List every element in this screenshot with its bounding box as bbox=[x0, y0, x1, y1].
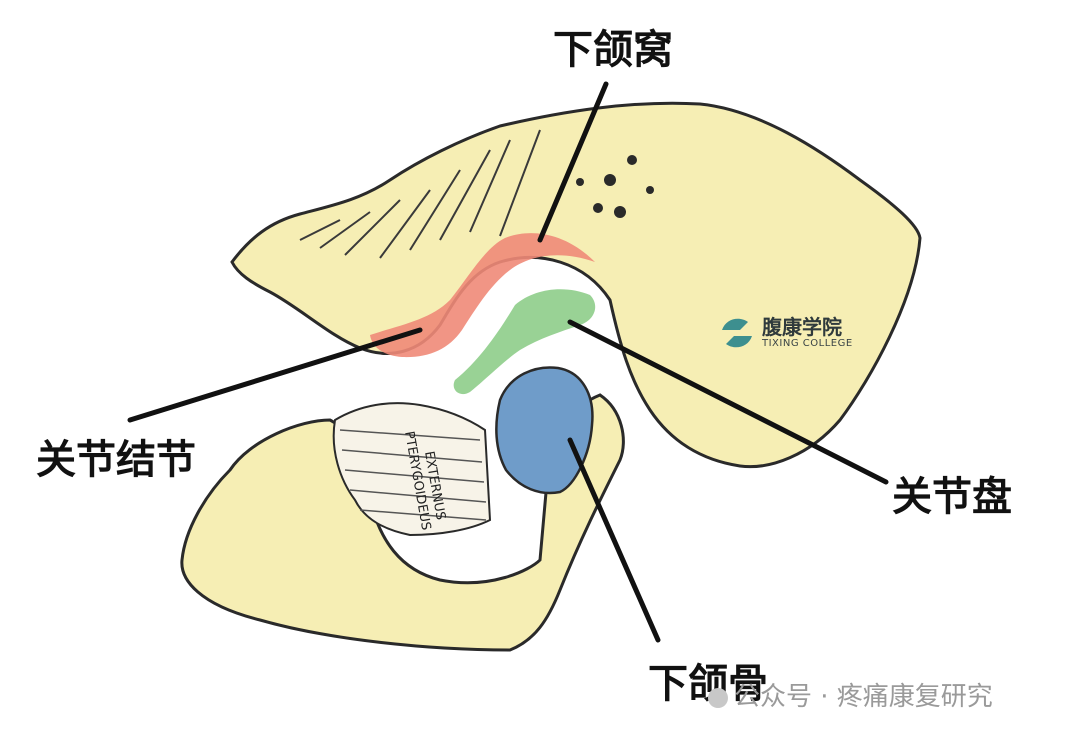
college-logo: 腹康学院 TIXING COLLEGE bbox=[716, 312, 853, 354]
logo-subtitle: TIXING COLLEGE bbox=[762, 338, 853, 349]
muscle-fibers bbox=[339, 429, 487, 521]
wechat-icon bbox=[708, 687, 728, 708]
label-articular-disc: 关节盘 bbox=[892, 474, 1012, 520]
label-articular-tubercle: 关节结节 bbox=[36, 437, 196, 483]
disc-highlight bbox=[453, 289, 596, 395]
bone-pores bbox=[576, 155, 654, 218]
bone-hatching bbox=[299, 129, 541, 259]
watermark: 公众号 · 疼痛康复研究 bbox=[708, 676, 993, 713]
leader-tubercle bbox=[127, 327, 423, 423]
leader-fossa bbox=[537, 81, 609, 243]
pterygoid-muscle bbox=[332, 402, 492, 537]
fossa-highlight bbox=[370, 233, 595, 358]
leader-lines bbox=[127, 81, 889, 643]
leader-disc bbox=[567, 319, 889, 485]
leader-mandible bbox=[567, 437, 661, 643]
watermark-text: 公众号 · 疼痛康复研究 bbox=[734, 682, 993, 712]
logo-name: 腹康学院 bbox=[762, 315, 842, 339]
condyle-highlight bbox=[495, 366, 594, 495]
label-mandibular-fossa: 下颌窝 bbox=[553, 27, 673, 73]
logo-emblem-icon bbox=[722, 318, 752, 348]
